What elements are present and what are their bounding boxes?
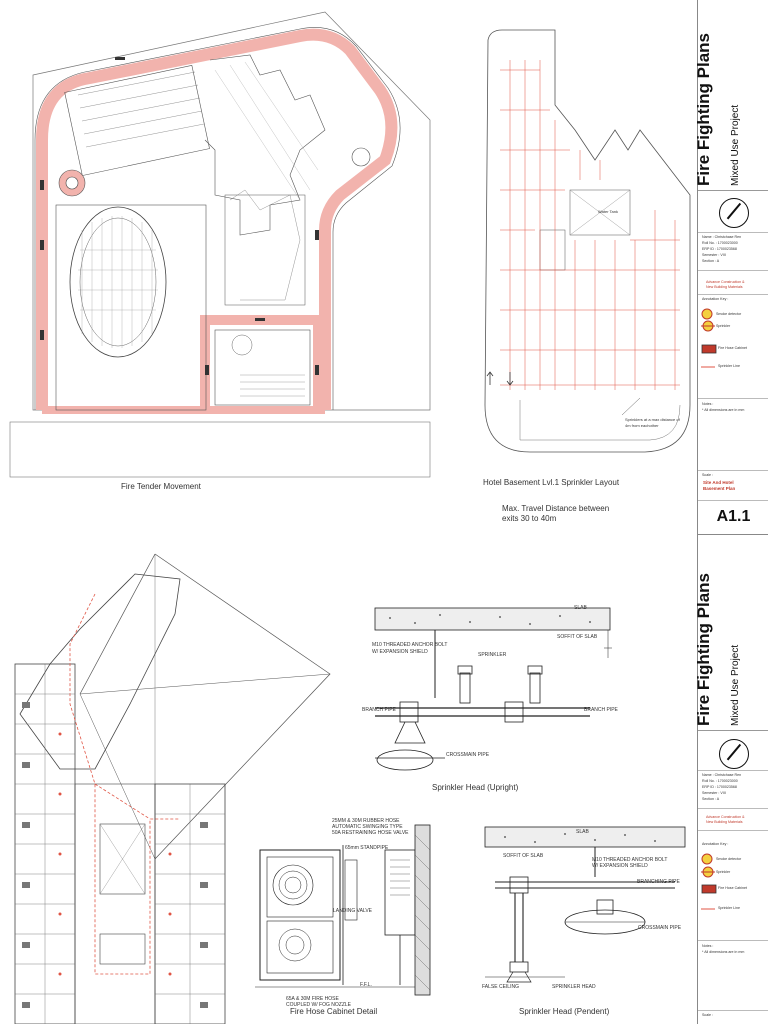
upright-branch-right-label: BRANCH PIPE <box>584 707 618 713</box>
upright-bolt-label-1: M10 THREADED ANCHOR BOLT <box>372 642 448 648</box>
basement-plan-drawing <box>484 29 691 453</box>
upright-sprinkler-label: SPRINKLER <box>478 652 507 658</box>
sprinkler-spacing-callout-1: Sprinklers at a max distance of <box>625 417 680 422</box>
pendent-crossmain-label: CROSSMAIN PIPE <box>638 925 682 931</box>
sheet-subtitle: Mixed Use Project <box>730 104 741 186</box>
section: Section : A <box>702 259 720 263</box>
notes-text: * All dimensions are in mm <box>702 408 745 412</box>
fire-hose-cabinet-drawing <box>255 824 431 996</box>
sheet-title: Fire Fighting Plans <box>694 32 713 186</box>
pendent-slab-label: SLAB <box>576 829 589 835</box>
legend-sprinkler-2: Sprinkler <box>716 870 731 874</box>
course-name-2-b: New Building Materials <box>706 820 743 824</box>
semester-2: Semester : VIII <box>702 791 726 795</box>
water-tank-label: Water Tank <box>598 209 619 214</box>
travel-distance-note-1: Max. Travel Distance between <box>502 504 610 513</box>
sprinkler-lines <box>500 60 680 390</box>
site-plan-caption: Fire Tender Movement <box>121 482 201 491</box>
cabinet-ffl-label: F.F.L. <box>360 982 372 988</box>
smoke-detector-icon <box>701 308 713 320</box>
upright-branch-left-label: BRANCH PIPE <box>362 707 396 713</box>
pendent-caption: Sprinkler Head (Pendent) <box>519 1007 610 1016</box>
legend-sprinkler: Sprinkler <box>716 324 731 328</box>
sheet-name-1: Site And Hotel <box>703 480 734 485</box>
cabinet-label-bottom-2: COUPLED W/ FOG NOZZLE <box>286 1002 352 1008</box>
travel-distance-note-2: exits 30 to 40m <box>502 514 557 523</box>
pendent-false-ceiling-label: FALSE CEILING <box>482 984 519 990</box>
pendent-sprinkler-head-label: SPRINKLER HEAD <box>552 984 596 990</box>
title-block: Fire Fighting Plans Mixed Use Project Na… <box>694 0 768 1024</box>
sheet-title-2: Fire Fighting Plans <box>694 572 713 726</box>
smoke-detector-icon-2 <box>701 853 713 865</box>
cabinet-label-top-3: 50A RESTRAINING HOSE VALVE <box>332 830 409 836</box>
upright-bolt-label-2: W/ EXPANSION SHIELD <box>372 649 428 655</box>
notes-label-2: Notes : <box>702 944 714 948</box>
title-area-1: Fire Fighting Plans Mixed Use Project <box>694 0 768 191</box>
sprinkler-icon-2 <box>701 866 715 878</box>
erp-id-2: ERP ID : 1700023568 <box>702 785 737 789</box>
annotation-key-label-2: Annotation Key : <box>702 842 729 846</box>
upright-slab-label: SLAB <box>574 605 587 611</box>
roll-number: Roll No. : 1700023000 <box>702 241 738 245</box>
sheet-subtitle-2: Mixed Use Project <box>730 644 741 726</box>
cabinet-label-top-1: 25MM & 30M RUBBER HOSE <box>332 818 400 824</box>
upright-soffit-label: SOFFIT OF SLAB <box>557 634 598 640</box>
pendent-bolt-label-1: M10 THREADED ANCHOR BOLT <box>592 857 668 863</box>
pendent-sprinkler-drawing <box>484 826 686 983</box>
course-name-2: New Building Materials <box>706 285 743 289</box>
sheet-number: A1.1 <box>716 508 751 525</box>
course-name-1: Advance Construction & <box>706 280 745 284</box>
basement-caption: Hotel Basement Lvl.1 Sprinkler Layout <box>483 478 620 487</box>
legend-fire-hose-cabinet-2: Fire Hose Cabinet <box>718 886 747 890</box>
notes-label: Notes : <box>702 402 714 406</box>
semester: Semester : VIII <box>702 253 726 257</box>
annotation-key-label: Annotation Key : <box>702 297 729 301</box>
fire-tender-lane <box>36 28 398 410</box>
roll-number-2: Roll No. : 1700023000 <box>702 779 738 783</box>
student-name: Name : Christchase Ren <box>702 235 742 239</box>
pendent-branch-label: BRANCHING PIPE <box>637 879 680 885</box>
pendent-bolt-label-2: W/ EXPANSION SHIELD <box>592 863 648 869</box>
north-arrow-icon <box>719 198 749 228</box>
scale-label: Scale : <box>702 473 713 477</box>
legend-sprinkler-line-2: Sprinkler Line <box>718 906 740 910</box>
cabinet-landing-valve-label: LANDING VALVE <box>333 908 372 914</box>
cabinet-label-top-2: AUTOMATIC SWINGING TYPE <box>332 824 403 830</box>
fire-hose-cabinet-icon <box>701 344 717 354</box>
pendent-soffit-label: SOFFIT OF SLAB <box>503 853 544 859</box>
title-area-2: Fire Fighting Plans Mixed Use Project <box>694 535 768 731</box>
course-name-1-b: Advance Construction & <box>706 815 745 819</box>
legend-sprinkler-line: Sprinkler Line <box>718 364 740 368</box>
north-arrow-icon-2 <box>719 739 749 769</box>
upright-caption: Sprinkler Head (Upright) <box>432 783 519 792</box>
scale-label-2: Scale : <box>702 1013 713 1017</box>
legend-smoke-detector: Smoke detector <box>716 312 742 316</box>
site-plan-drawing <box>9 11 431 478</box>
erp-id: ERP ID : 1700023568 <box>702 247 737 251</box>
section-2: Section : A <box>702 797 720 801</box>
cabinet-label-bottom-1: 65A & 30M FIRE HOSE <box>286 996 339 1002</box>
notes-text-2: * All dimensions are in mm <box>702 950 745 954</box>
cabinet-caption: Fire Hose Cabinet Detail <box>290 1007 378 1016</box>
sprinkler-spacing-callout-2: 4m from eachother <box>625 423 659 428</box>
legend-fire-hose-cabinet: Fire Hose Cabinet <box>718 346 747 350</box>
sprinkler-icon <box>701 320 715 332</box>
hotel-floor-plan-drawing <box>14 553 331 1024</box>
legend-smoke-detector-2: Smoke detector <box>716 857 742 861</box>
student-name-2: Name : Christchase Ren <box>702 773 742 777</box>
sheet-name-2: Basement Plan <box>703 486 736 491</box>
fire-hose-cabinet-icon-2 <box>701 884 717 894</box>
upright-crossmain-label: CROSSMAIN PIPE <box>446 752 490 758</box>
sprinkler-line-icon <box>701 366 715 368</box>
cabinet-standpipe-label: 65mm STANDPIPE <box>345 845 389 851</box>
sprinkler-line-icon-2 <box>701 908 715 910</box>
upright-sprinkler-drawing <box>374 607 612 771</box>
